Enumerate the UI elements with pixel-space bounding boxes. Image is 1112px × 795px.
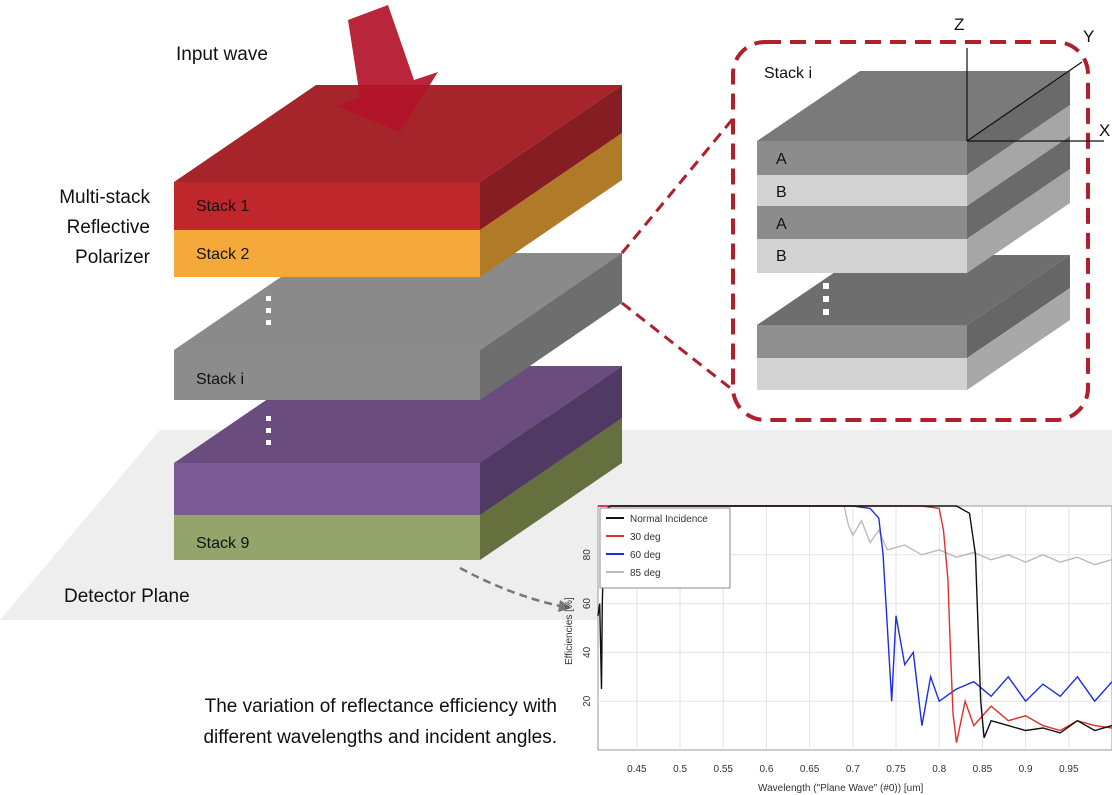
stack-i-block — [174, 253, 622, 400]
y-tick-label: 40 — [582, 646, 593, 658]
x-tick-label: 0.95 — [1059, 764, 1079, 775]
x-tick-label: 0.55 — [714, 764, 734, 775]
stack-9-label: Stack 9 — [196, 535, 249, 552]
chart-ticks: 0.45 0.5 0.55 0.6 0.65 0.7 0.75 0.8 0.85 0.9 0.95 2… — [582, 549, 1079, 775]
input-wave-label: Input wave — [176, 44, 268, 65]
x-tick-label: 0.6 — [760, 764, 774, 775]
stack-2-label: Stack 2 — [196, 246, 249, 263]
chart-xlabel: Wavelength ("Plane Wave" (#0)) [um] — [758, 783, 924, 794]
callout-line-bottom — [621, 301, 753, 407]
detector-to-chart-arrow — [459, 566, 561, 608]
chart-ylabel: Efficiencies [%] — [564, 597, 575, 665]
stack-2-block — [174, 133, 622, 277]
layer-label-b1: B — [776, 184, 787, 201]
legend-label: 85 deg — [630, 568, 661, 579]
layer-label-b2: B — [776, 248, 787, 265]
legend-label: 30 deg — [630, 532, 661, 543]
x-tick-label: 0.7 — [846, 764, 860, 775]
reflectance-chart: 0.45 0.5 0.55 0.6 0.65 0.7 0.75 0.8 0.85 0.9 0.95 2… — [564, 505, 1112, 794]
y-tick-label: 20 — [582, 695, 593, 707]
layer-label-a2: A — [776, 216, 787, 233]
svg-text:Multi-stack: Multi-stack — [59, 187, 150, 208]
axis-z-label: Z — [954, 15, 964, 34]
caption-line-1: The variation of reflectance efficiency … — [205, 696, 557, 717]
x-tick-label: 0.9 — [1019, 764, 1033, 775]
axis-y-label: Y — [1083, 27, 1094, 46]
x-tick-label: 0.8 — [932, 764, 946, 775]
stack-1-label: Stack 1 — [196, 198, 249, 215]
svg-text:Reflective: Reflective — [67, 217, 150, 238]
x-tick-label: 0.5 — [673, 764, 687, 775]
series-line — [598, 505, 1112, 726]
detector-plane-label: Detector Plane — [64, 586, 190, 607]
x-tick-label: 0.85 — [973, 764, 993, 775]
chart-legend: Normal Incidence 30 deg 60 deg 85 deg — [599, 507, 731, 589]
x-tick-label: 0.65 — [800, 764, 820, 775]
inset-dots — [823, 283, 829, 315]
y-tick-label: 80 — [582, 549, 593, 561]
caption-line-2: different wavelengths and incident angle… — [203, 727, 557, 748]
axis-x-label: X — [1099, 121, 1110, 140]
polarizer-label: Multi-stack Reflective Polarizer — [59, 187, 150, 268]
y-tick-label: 60 — [582, 598, 593, 610]
axes-triad — [966, 48, 1104, 142]
arrow-head — [558, 600, 572, 612]
callout-line-top — [620, 114, 738, 254]
inset-title: Stack i — [764, 65, 812, 82]
input-wave-arrow — [336, 5, 438, 132]
x-tick-label: 0.75 — [886, 764, 906, 775]
legend-box — [599, 507, 731, 589]
ellipsis-dots — [266, 296, 271, 445]
svg-text:Polarizer: Polarizer — [75, 247, 151, 268]
stack-i-label: Stack i — [196, 371, 244, 388]
x-tick-label: 0.45 — [627, 764, 647, 775]
stack-1-block — [174, 85, 622, 230]
legend-label: Normal Incidence — [630, 514, 708, 525]
layer-label-a1: A — [776, 151, 787, 168]
inset-lower-block — [757, 255, 1070, 390]
series-line — [598, 505, 1112, 566]
legend-label: 60 deg — [630, 550, 661, 561]
